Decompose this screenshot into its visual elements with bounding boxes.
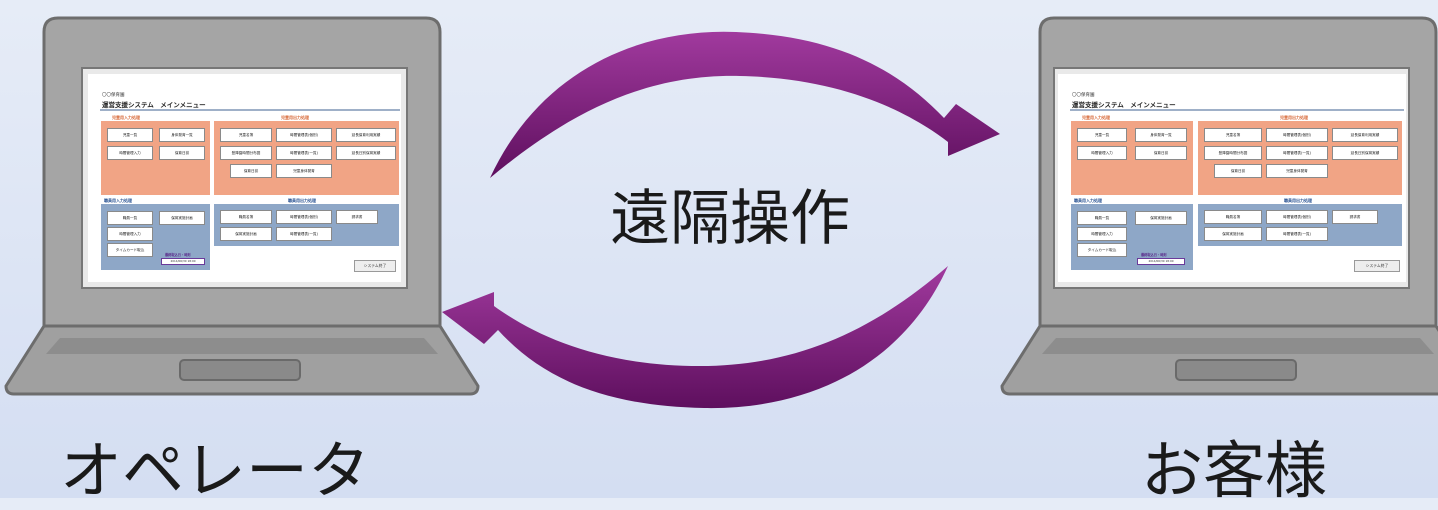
child-output-panel: 児童名簿 時間管理表(個別) 延長保育利用実績 登降園時間分布図 時間管理表(一… (1198, 121, 1402, 195)
system-exit-button[interactable]: システム終了 (354, 260, 396, 272)
screen-app-title: 運営支援システム メインメニュー (1072, 101, 1176, 109)
menu-button[interactable]: 時間管理表(個別) (1266, 210, 1328, 224)
screen-breadcrumb: 〇〇保育園 (102, 93, 125, 98)
customer-label: お客様 (1141, 434, 1328, 507)
operator-screen: 〇〇保育園 運営支援システム メインメニュー 児童用入力処理 児童用出力処理 児… (88, 74, 401, 282)
menu-button[interactable]: 保育日誌 (1214, 164, 1262, 178)
section-child-input-title: 児童用入力処理 (112, 115, 140, 120)
menu-button[interactable]: 児童一覧 (107, 128, 153, 142)
child-input-panel: 児童一覧 身体発育一覧 時間管理入力 保育日誌 (101, 121, 210, 195)
menu-button[interactable]: 時間管理表(一覧) (1266, 227, 1328, 241)
lower-arrow (442, 266, 948, 409)
staff-output-panel: 職員名簿 時間管理表(個別) 請求書 保育実施計画 時間管理表(一覧) (1198, 204, 1402, 246)
section-staff-output-title: 職員用出力処理 (288, 198, 316, 203)
screen-breadcrumb: 〇〇保育園 (1072, 93, 1095, 98)
timecard-label: 最終取込日・時刻 (165, 253, 191, 257)
menu-button[interactable]: 時間管理表(個別) (1266, 128, 1328, 142)
title-divider (1070, 109, 1404, 111)
menu-button[interactable]: 職員一覧 (107, 211, 153, 225)
timecard-value: 2014/06/30 18:00 (1137, 258, 1185, 265)
menu-button[interactable]: 保育実施計画 (1135, 211, 1187, 225)
menu-button[interactable]: 保育実施計画 (1204, 227, 1262, 241)
child-input-panel: 児童一覧 身体発育一覧 時間管理入力 保育日誌 (1071, 121, 1193, 195)
menu-button[interactable]: 時間管理表(一覧) (276, 227, 332, 241)
menu-button[interactable]: 保育日誌 (230, 164, 272, 178)
remote-operation-label: 遠隔操作 (610, 184, 850, 254)
menu-button[interactable]: 児童身体発育 (276, 164, 332, 178)
menu-button[interactable]: 保育日誌 (1135, 146, 1187, 160)
section-staff-input-title: 職員用入力処理 (104, 198, 132, 203)
menu-button[interactable]: 登降園時間分布図 (220, 146, 272, 160)
menu-button[interactable]: 児童名簿 (1204, 128, 1262, 142)
staff-input-panel: 職員一覧 保育実施計画 時間管理入力 タイムカード取込 最終取込日・時刻 201… (1071, 204, 1193, 270)
menu-button[interactable]: 職員名簿 (1204, 210, 1262, 224)
menu-button[interactable]: 請求書 (336, 210, 378, 224)
menu-button[interactable]: 保育実施計画 (159, 211, 205, 225)
menu-button[interactable]: 延長保育利用実績 (336, 128, 396, 142)
operator-laptop: 〇〇保育園 運営支援システム メインメニュー 児童用入力処理 児童用出力処理 児… (0, 14, 480, 404)
menu-button[interactable]: 登降園時間分布図 (1204, 146, 1262, 160)
menu-button[interactable]: 身体発育一覧 (159, 128, 205, 142)
menu-button[interactable]: 延長日別保育実績 (1332, 146, 1398, 160)
menu-button[interactable]: 時間管理入力 (1077, 146, 1127, 160)
staff-output-panel: 職員名簿 時間管理表(個別) 請求書 保育実施計画 時間管理表(一覧) (214, 204, 399, 246)
customer-screen: 〇〇保育園 運営支援システム メインメニュー 児童用入力処理 児童用出力処理 児… (1058, 74, 1406, 282)
menu-button[interactable]: 児童名簿 (220, 128, 272, 142)
menu-button[interactable]: 身体発育一覧 (1135, 128, 1187, 142)
staff-input-panel: 職員一覧 保育実施計画 時間管理入力 タイムカード取込 最終取込日・時刻 201… (101, 204, 210, 270)
menu-button[interactable]: 時間管理入力 (107, 227, 153, 241)
menu-button[interactable]: 時間管理表(個別) (276, 128, 332, 142)
menu-button[interactable]: 職員一覧 (1077, 211, 1127, 225)
menu-button[interactable]: 児童一覧 (1077, 128, 1127, 142)
section-child-input-title: 児童用入力処理 (1082, 115, 1110, 120)
section-staff-output-title: 職員用出力処理 (1284, 198, 1312, 203)
menu-button[interactable]: 保育実施計画 (220, 227, 272, 241)
child-output-panel: 児童名簿 時間管理表(個別) 延長保育利用実績 登降園時間分布図 時間管理表(一… (214, 121, 399, 195)
menu-button[interactable]: 時間管理入力 (107, 146, 153, 160)
menu-button[interactable]: タイムカード取込 (107, 243, 153, 257)
menu-button[interactable]: 時間管理表(一覧) (276, 146, 332, 160)
menu-button[interactable]: 時間管理入力 (1077, 227, 1127, 241)
operator-label: オペレータ (60, 434, 371, 507)
menu-button[interactable]: 職員名簿 (220, 210, 272, 224)
menu-button[interactable]: 児童身体発育 (1266, 164, 1328, 178)
remote-control-arrows (442, 31, 1000, 409)
screen-app-title: 運営支援システム メインメニュー (102, 101, 206, 109)
menu-button[interactable]: 保育日誌 (159, 146, 205, 160)
customer-laptop: 〇〇保育園 運営支援システム メインメニュー 児童用入力処理 児童用出力処理 児… (996, 14, 1438, 404)
menu-button[interactable]: 延長保育利用実績 (1332, 128, 1398, 142)
upper-arrow (490, 31, 1000, 178)
menu-button[interactable]: 請求書 (1332, 210, 1378, 224)
menu-button[interactable]: 時間管理表(個別) (276, 210, 332, 224)
timecard-label: 最終取込日・時刻 (1141, 253, 1167, 257)
menu-button[interactable]: 時間管理表(一覧) (1266, 146, 1328, 160)
menu-button[interactable]: 延長日別保育実績 (336, 146, 396, 160)
section-staff-input-title: 職員用入力処理 (1074, 198, 1102, 203)
timecard-value: 2014/06/30 18:00 (161, 258, 205, 265)
section-child-output-title: 児童用出力処理 (1280, 115, 1308, 120)
title-divider (100, 109, 400, 111)
system-exit-button[interactable]: システム終了 (1354, 260, 1400, 272)
section-child-output-title: 児童用出力処理 (281, 115, 309, 120)
menu-button[interactable]: タイムカード取込 (1077, 243, 1127, 257)
